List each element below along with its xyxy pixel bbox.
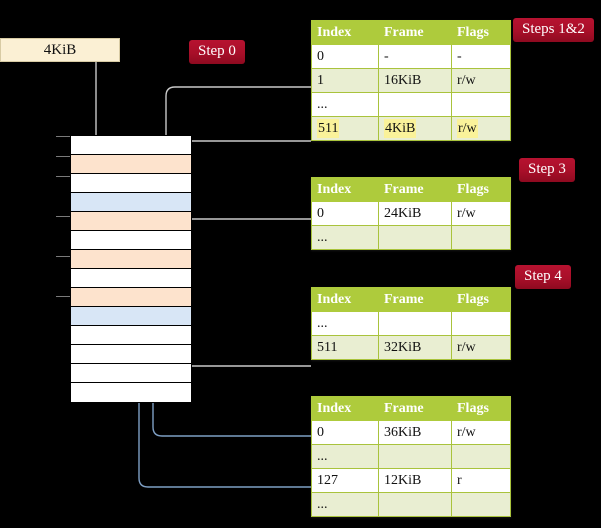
cell-flags: r	[451, 468, 511, 493]
cell-index: ...	[311, 225, 379, 250]
wire-l3-32kib-to-memory	[173, 306, 311, 367]
memory-frame-cell	[71, 288, 191, 307]
cell-index: ...	[311, 492, 379, 517]
memory-frame-cell	[71, 326, 191, 345]
cell-frame: 24KiB	[378, 201, 452, 226]
memory-frame-cell	[71, 345, 191, 364]
cell-frame: 36KiB	[378, 420, 452, 445]
wire-l2-24kib-to-memory	[172, 218, 311, 264]
memory-tick-mark	[56, 176, 70, 177]
table-row: 0--	[311, 44, 511, 69]
cell-frame	[378, 444, 452, 469]
cell-flags	[451, 311, 511, 336]
badge-step-4: Step 4	[515, 265, 571, 289]
column-header-flags: Flags	[451, 20, 511, 45]
cell-frame	[378, 311, 452, 336]
memory-frame-cell	[71, 250, 191, 269]
table-row: ...	[311, 225, 511, 250]
page-4kib-box: 4KiB	[0, 38, 120, 62]
cell-frame	[378, 225, 452, 250]
badge-steps-1-2: Steps 1&2	[513, 18, 594, 42]
memory-frame-cell	[71, 136, 191, 155]
cell-frame	[378, 92, 452, 117]
cell-flags: r/w	[451, 68, 511, 93]
cell-index: 0	[311, 420, 379, 445]
cell-index: 127	[311, 468, 379, 493]
cell-frame	[378, 492, 452, 517]
column-header-frame: Frame	[378, 396, 452, 421]
column-header-flags: Flags	[451, 396, 511, 421]
cell-index: 0	[311, 201, 379, 226]
cell-frame: 12KiB	[378, 468, 452, 493]
cell-index: ...	[311, 311, 379, 336]
cell-index: ...	[311, 444, 379, 469]
cell-index: ...	[311, 92, 379, 117]
cell-flags	[451, 225, 511, 250]
cell-index: 511	[311, 116, 379, 141]
column-header-frame: Frame	[378, 20, 452, 45]
badge-step-0: Step 0	[189, 40, 245, 64]
table-row: ...	[311, 311, 511, 336]
memory-tick-mark	[56, 136, 70, 137]
table-row: 511 4KiB r/w	[311, 116, 511, 141]
memory-frame-cell	[71, 307, 191, 326]
column-header-index: Index	[311, 177, 379, 202]
cell-highlight: 511	[317, 119, 340, 138]
memory-frame-cell	[71, 193, 191, 212]
cell-frame: 4KiB	[378, 116, 452, 141]
cell-highlight: 4KiB	[384, 119, 417, 138]
memory-frame-cell	[71, 212, 191, 231]
page-4kib-label: 4KiB	[43, 42, 77, 58]
cell-flags: r/w	[451, 201, 511, 226]
memory-tick-mark	[56, 156, 70, 157]
cell-flags: r/w	[451, 116, 511, 141]
cell-index: 511	[311, 335, 379, 360]
memory-tick-mark	[56, 296, 70, 297]
memory-frame-cell	[71, 383, 191, 402]
cell-flags	[451, 92, 511, 117]
column-header-index: Index	[311, 20, 379, 45]
table-row: ...	[311, 92, 511, 117]
memory-frame-cell	[71, 269, 191, 288]
column-header-index: Index	[311, 396, 379, 421]
cell-frame: 16KiB	[378, 68, 452, 93]
physical-memory-column	[70, 135, 192, 403]
table-row: ...	[311, 492, 511, 517]
cell-flags: r/w	[451, 420, 511, 445]
cell-flags: -	[451, 44, 511, 69]
cell-index: 0	[311, 44, 379, 69]
column-header-flags: Flags	[451, 177, 511, 202]
badge-step-3: Step 3	[519, 158, 575, 182]
column-header-frame: Frame	[378, 287, 452, 312]
memory-tick-mark	[56, 256, 70, 257]
table-row: ...	[311, 444, 511, 469]
column-header-flags: Flags	[451, 287, 511, 312]
cell-highlight: r/w	[457, 119, 478, 138]
cell-flags: r/w	[451, 335, 511, 360]
cell-frame: -	[378, 44, 452, 69]
cell-frame: 32KiB	[378, 335, 452, 360]
column-header-index: Index	[311, 287, 379, 312]
cell-index: 1	[311, 68, 379, 93]
memory-tick-mark	[56, 216, 70, 217]
column-header-frame: Frame	[378, 177, 452, 202]
memory-frame-cell	[71, 231, 191, 250]
cell-flags	[451, 444, 511, 469]
memory-frame-cell	[71, 155, 191, 174]
memory-frame-cell	[71, 174, 191, 193]
cell-flags	[451, 492, 511, 517]
memory-frame-cell	[71, 364, 191, 383]
